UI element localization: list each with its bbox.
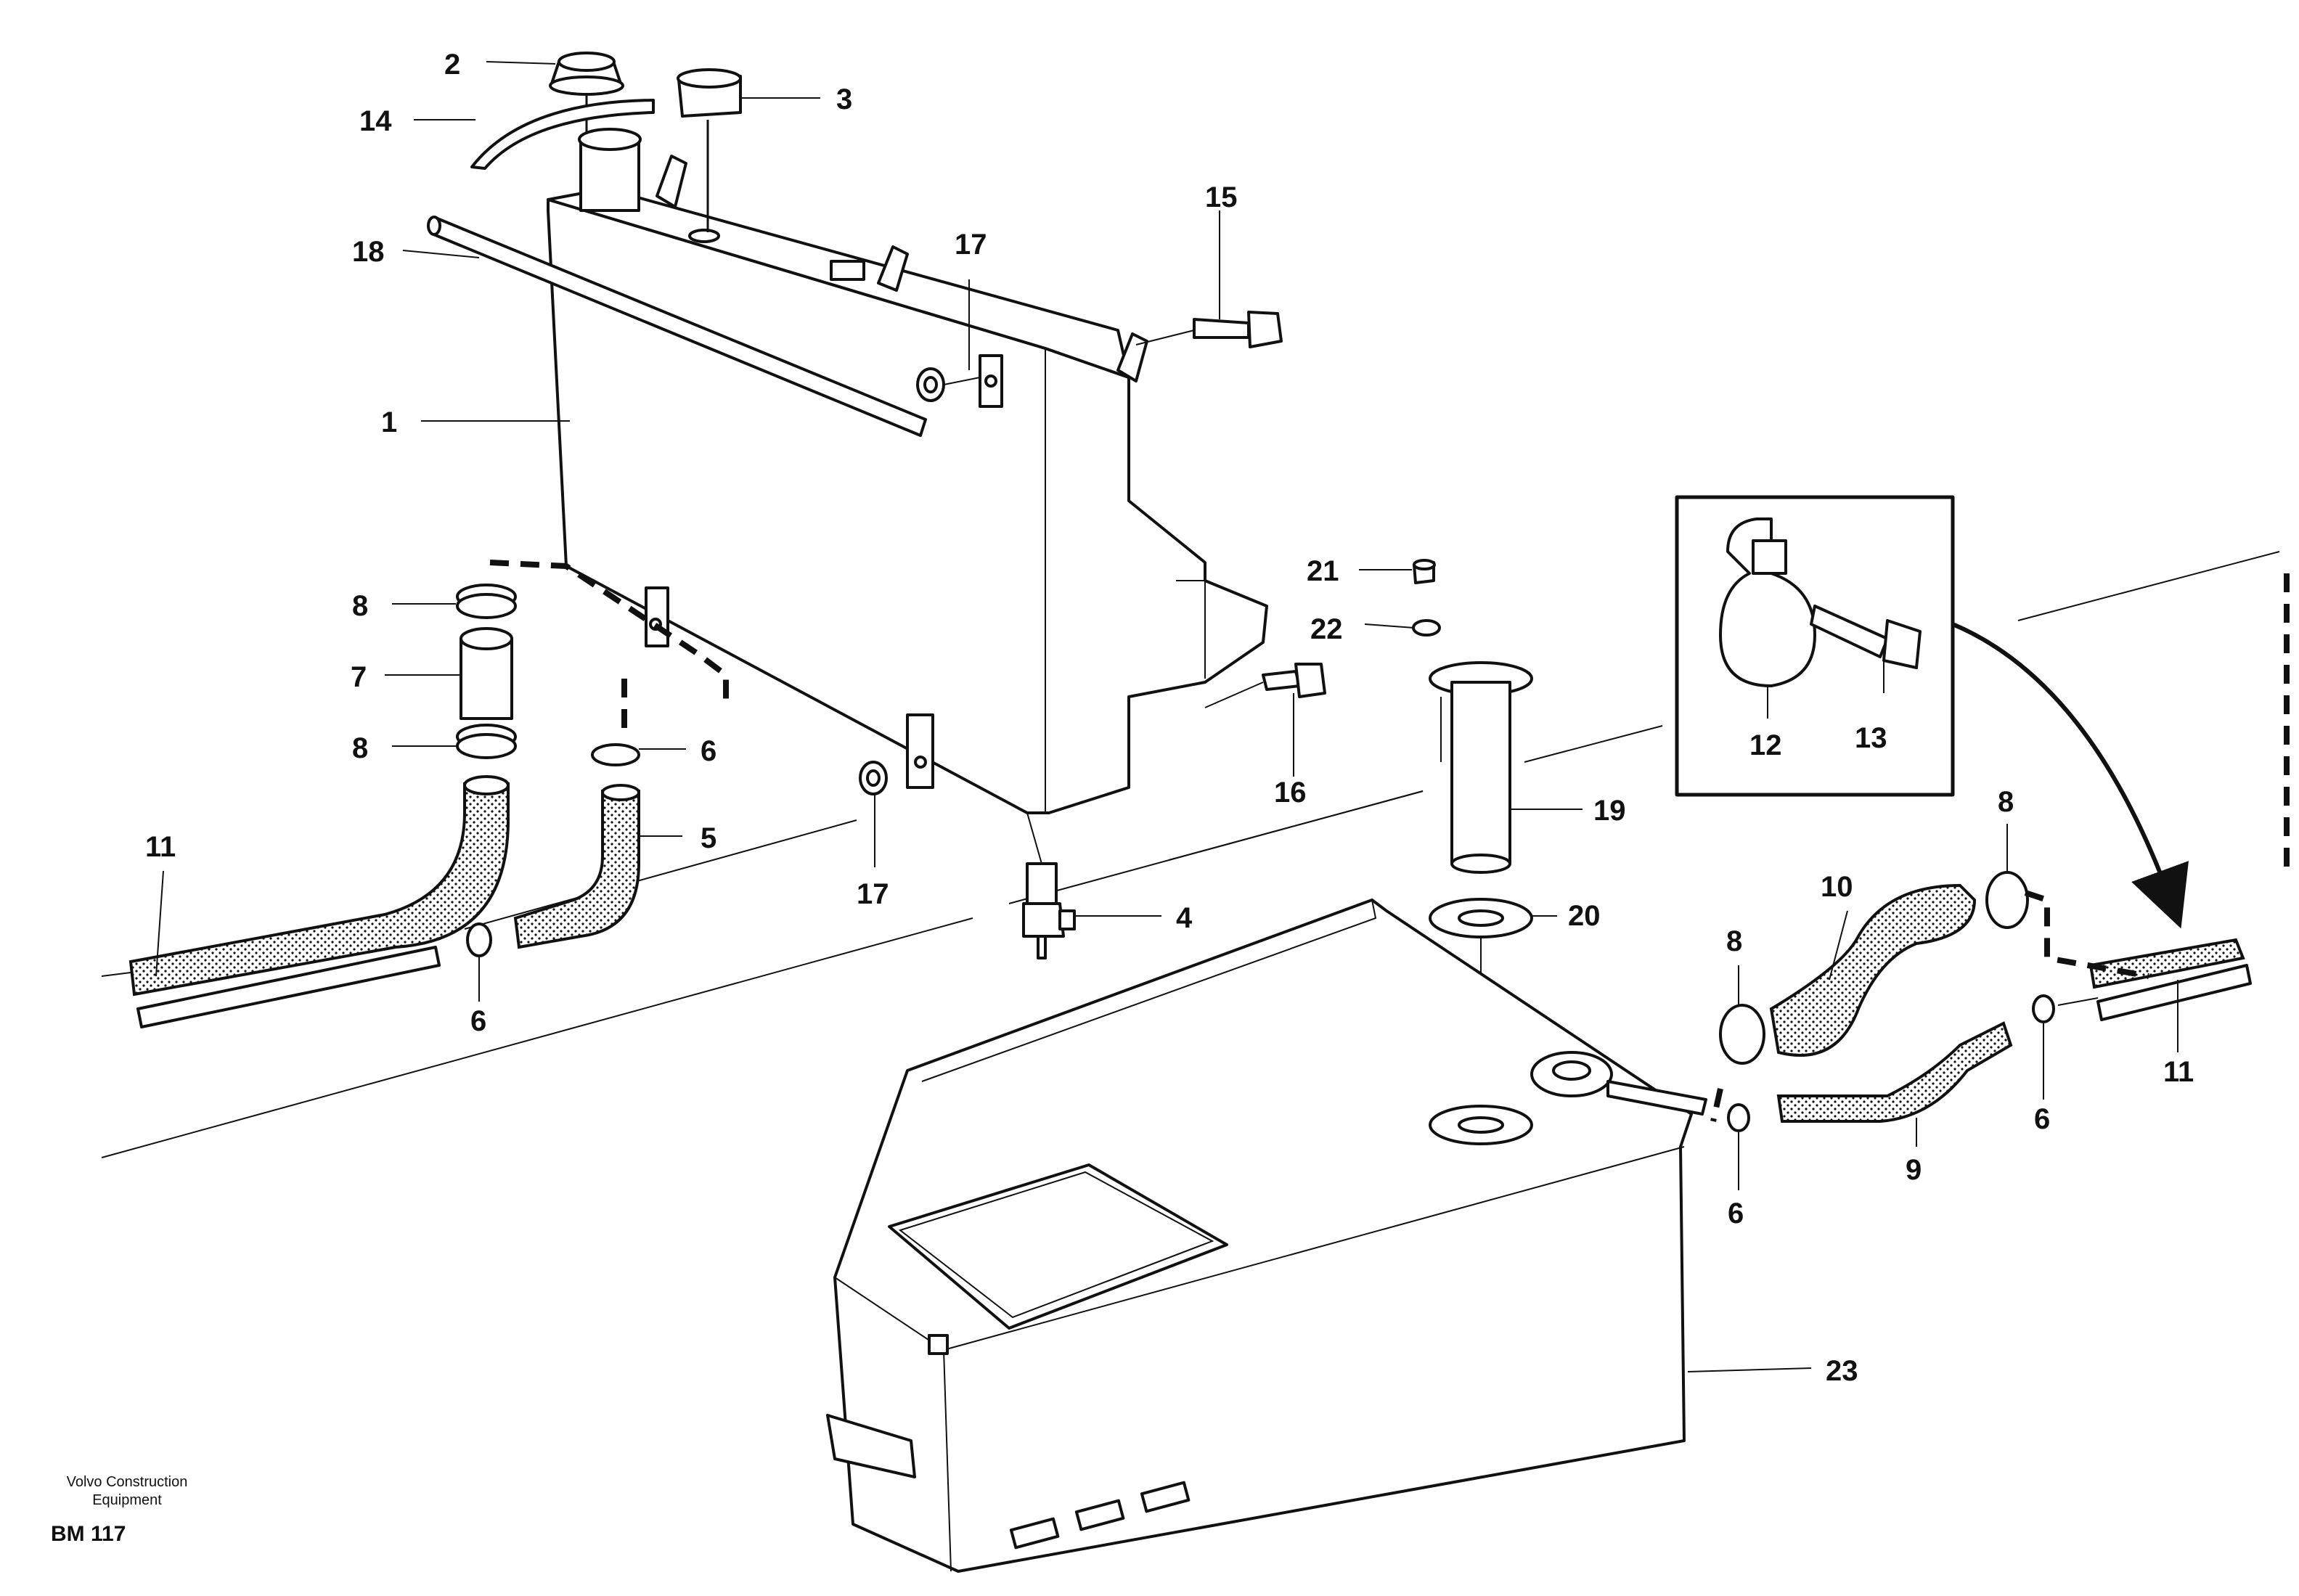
callout-9: 9: [1906, 1154, 1922, 1186]
callout-7: 7: [351, 661, 367, 693]
right-hoses: [1710, 573, 2290, 1132]
caption-company-line1: Volvo Construction: [67, 1474, 188, 1490]
callout-20: 20: [1568, 900, 1601, 932]
callouts: 2 3 14 18 15 17 1 21 22 16 19 20 8 7 8 6…: [145, 49, 2194, 1387]
caption: Volvo Construction Equipment BM 117: [51, 1474, 187, 1546]
callout-12: 12: [1749, 729, 1782, 761]
callout-13: 13: [1855, 722, 1887, 754]
callout-8-a: 8: [352, 590, 368, 622]
rod-18: [427, 216, 927, 437]
callout-19: 19: [1593, 795, 1626, 827]
hose-assembly-left: [456, 584, 517, 759]
callout-10: 10: [1821, 871, 1853, 903]
connector-dashes-left: [489, 560, 729, 708]
callout-4: 4: [1176, 902, 1193, 934]
washer-17-bottom: [859, 761, 888, 795]
callout-21: 21: [1307, 555, 1339, 587]
callout-11-right: 11: [2163, 1056, 2194, 1088]
callout-14: 14: [359, 105, 392, 137]
callout-17-top: 17: [955, 229, 987, 261]
bolt-15: [1135, 311, 1283, 348]
leader-lines: [155, 61, 2178, 1372]
cap-3: [677, 68, 742, 232]
callout-11-left: 11: [145, 831, 176, 863]
cap-2: [549, 52, 624, 134]
hose-5: [466, 743, 640, 957]
caption-code: BM 117: [51, 1522, 126, 1546]
guide-lines: [101, 551, 2280, 1158]
bolt-16: [1204, 663, 1326, 708]
callout-5: 5: [701, 822, 716, 854]
callout-3: 3: [836, 83, 852, 115]
caption-company-line2: Equipment: [92, 1492, 162, 1508]
pipe-11-left: [101, 775, 510, 1028]
inset-detail: [1675, 495, 2189, 929]
callout-2: 2: [444, 49, 460, 81]
expansion-tank: [547, 128, 1268, 814]
callout-18: 18: [352, 236, 385, 268]
sender-unit: [1412, 559, 1533, 1114]
callout-1: 1: [381, 406, 397, 438]
callout-17-bottom: 17: [857, 878, 889, 910]
drain-valve-4: [1022, 812, 1076, 959]
callout-8-b: 8: [352, 732, 368, 764]
fuel-tank: [826, 899, 1707, 1573]
callout-16: 16: [1274, 777, 1307, 809]
callout-8-d: 8: [1726, 925, 1742, 957]
callout-6-b: 6: [470, 1005, 486, 1037]
callout-6-a: 6: [701, 735, 716, 767]
callout-6-c: 6: [2034, 1103, 2050, 1135]
callout-23: 23: [1826, 1355, 1858, 1387]
callout-15: 15: [1205, 181, 1238, 213]
callout-8-c: 8: [1998, 786, 2014, 818]
callout-6-d: 6: [1728, 1198, 1744, 1229]
washer-17-top: [916, 367, 981, 402]
hose-14: [470, 99, 655, 170]
callout-22: 22: [1310, 613, 1343, 645]
